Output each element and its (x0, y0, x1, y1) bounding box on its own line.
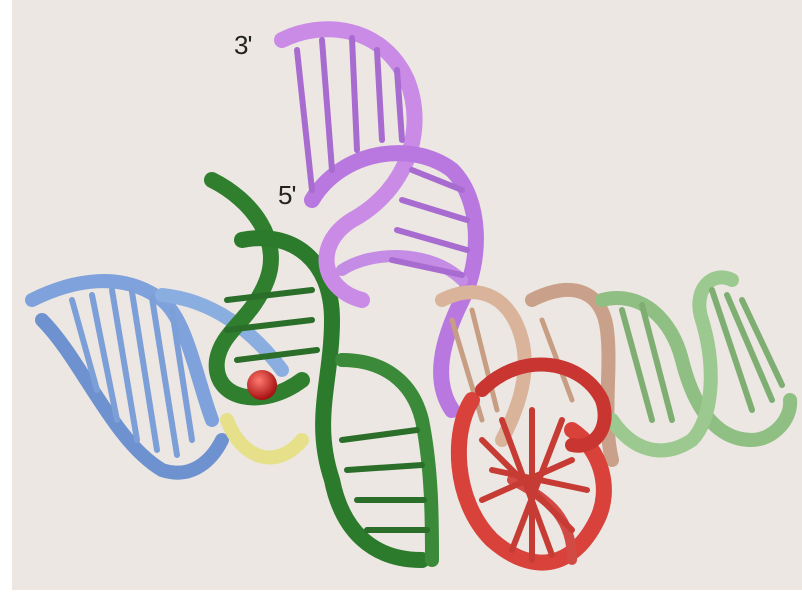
red-helix (459, 365, 605, 563)
red-sphere (247, 370, 277, 400)
yellow-segment (227, 420, 302, 457)
light-green-helix (602, 277, 790, 450)
three-prime-label: 3' (234, 30, 251, 61)
rna-structure-figure: 3' 5' (12, 0, 802, 590)
five-prime-label: 5' (278, 180, 295, 211)
dark-green-helix (212, 180, 432, 560)
rna-helices-illustration (12, 0, 802, 590)
